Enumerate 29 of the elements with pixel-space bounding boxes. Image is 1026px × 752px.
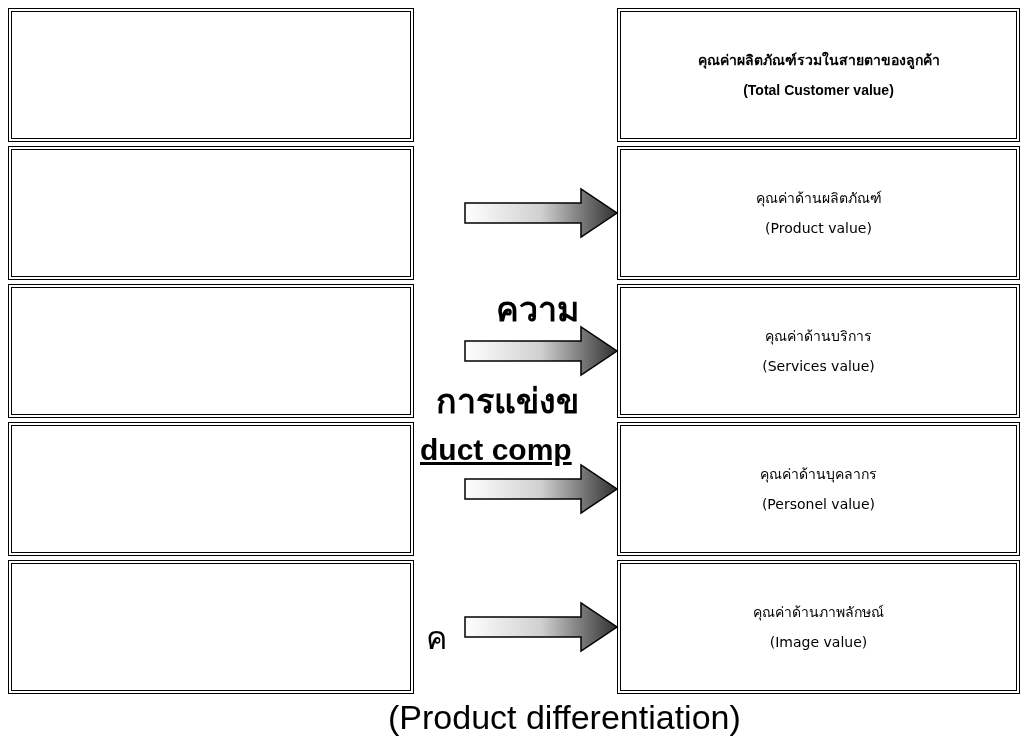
block-arrow [464,463,619,515]
value-subtitle: (Personel value) [761,495,876,514]
value-title: คุณค่าด้านภาพลักษณ์ [753,602,884,621]
overlaid-heading: ความ [496,289,579,330]
overlaid-heading: duct comp [420,433,572,467]
empty-box [8,146,414,280]
value-title: คุณค่าด้านบริการ [765,326,872,345]
value-box [617,284,1020,418]
empty-box [8,422,414,556]
empty-box [8,8,414,142]
overlaid-heading: การแข่งข [436,381,579,422]
value-subtitle: (Image value) [769,633,868,652]
value-title: คุณค่าผลิตภัณฑ์รวมในสายตาของลูกค้า [697,50,940,69]
block-arrow [464,187,619,239]
value-box [617,146,1020,280]
value-box [617,8,1020,142]
value-subtitle: (Services value) [762,357,875,376]
overlaid-heading: (Product differentiation) [388,698,741,737]
block-arrow [464,325,619,377]
value-title: คุณค่าด้านผลิตภัณฑ์ [755,188,882,207]
empty-box [8,284,414,418]
value-title: คุณค่าด้านบุคลากร [760,464,877,483]
value-box [617,560,1020,694]
value-box [617,422,1020,556]
value-subtitle: (Product value) [765,219,872,238]
block-arrow [464,601,619,653]
empty-box [8,560,414,694]
overlaid-heading: ค [426,619,447,658]
value-subtitle: (Total Customer value) [743,81,894,100]
